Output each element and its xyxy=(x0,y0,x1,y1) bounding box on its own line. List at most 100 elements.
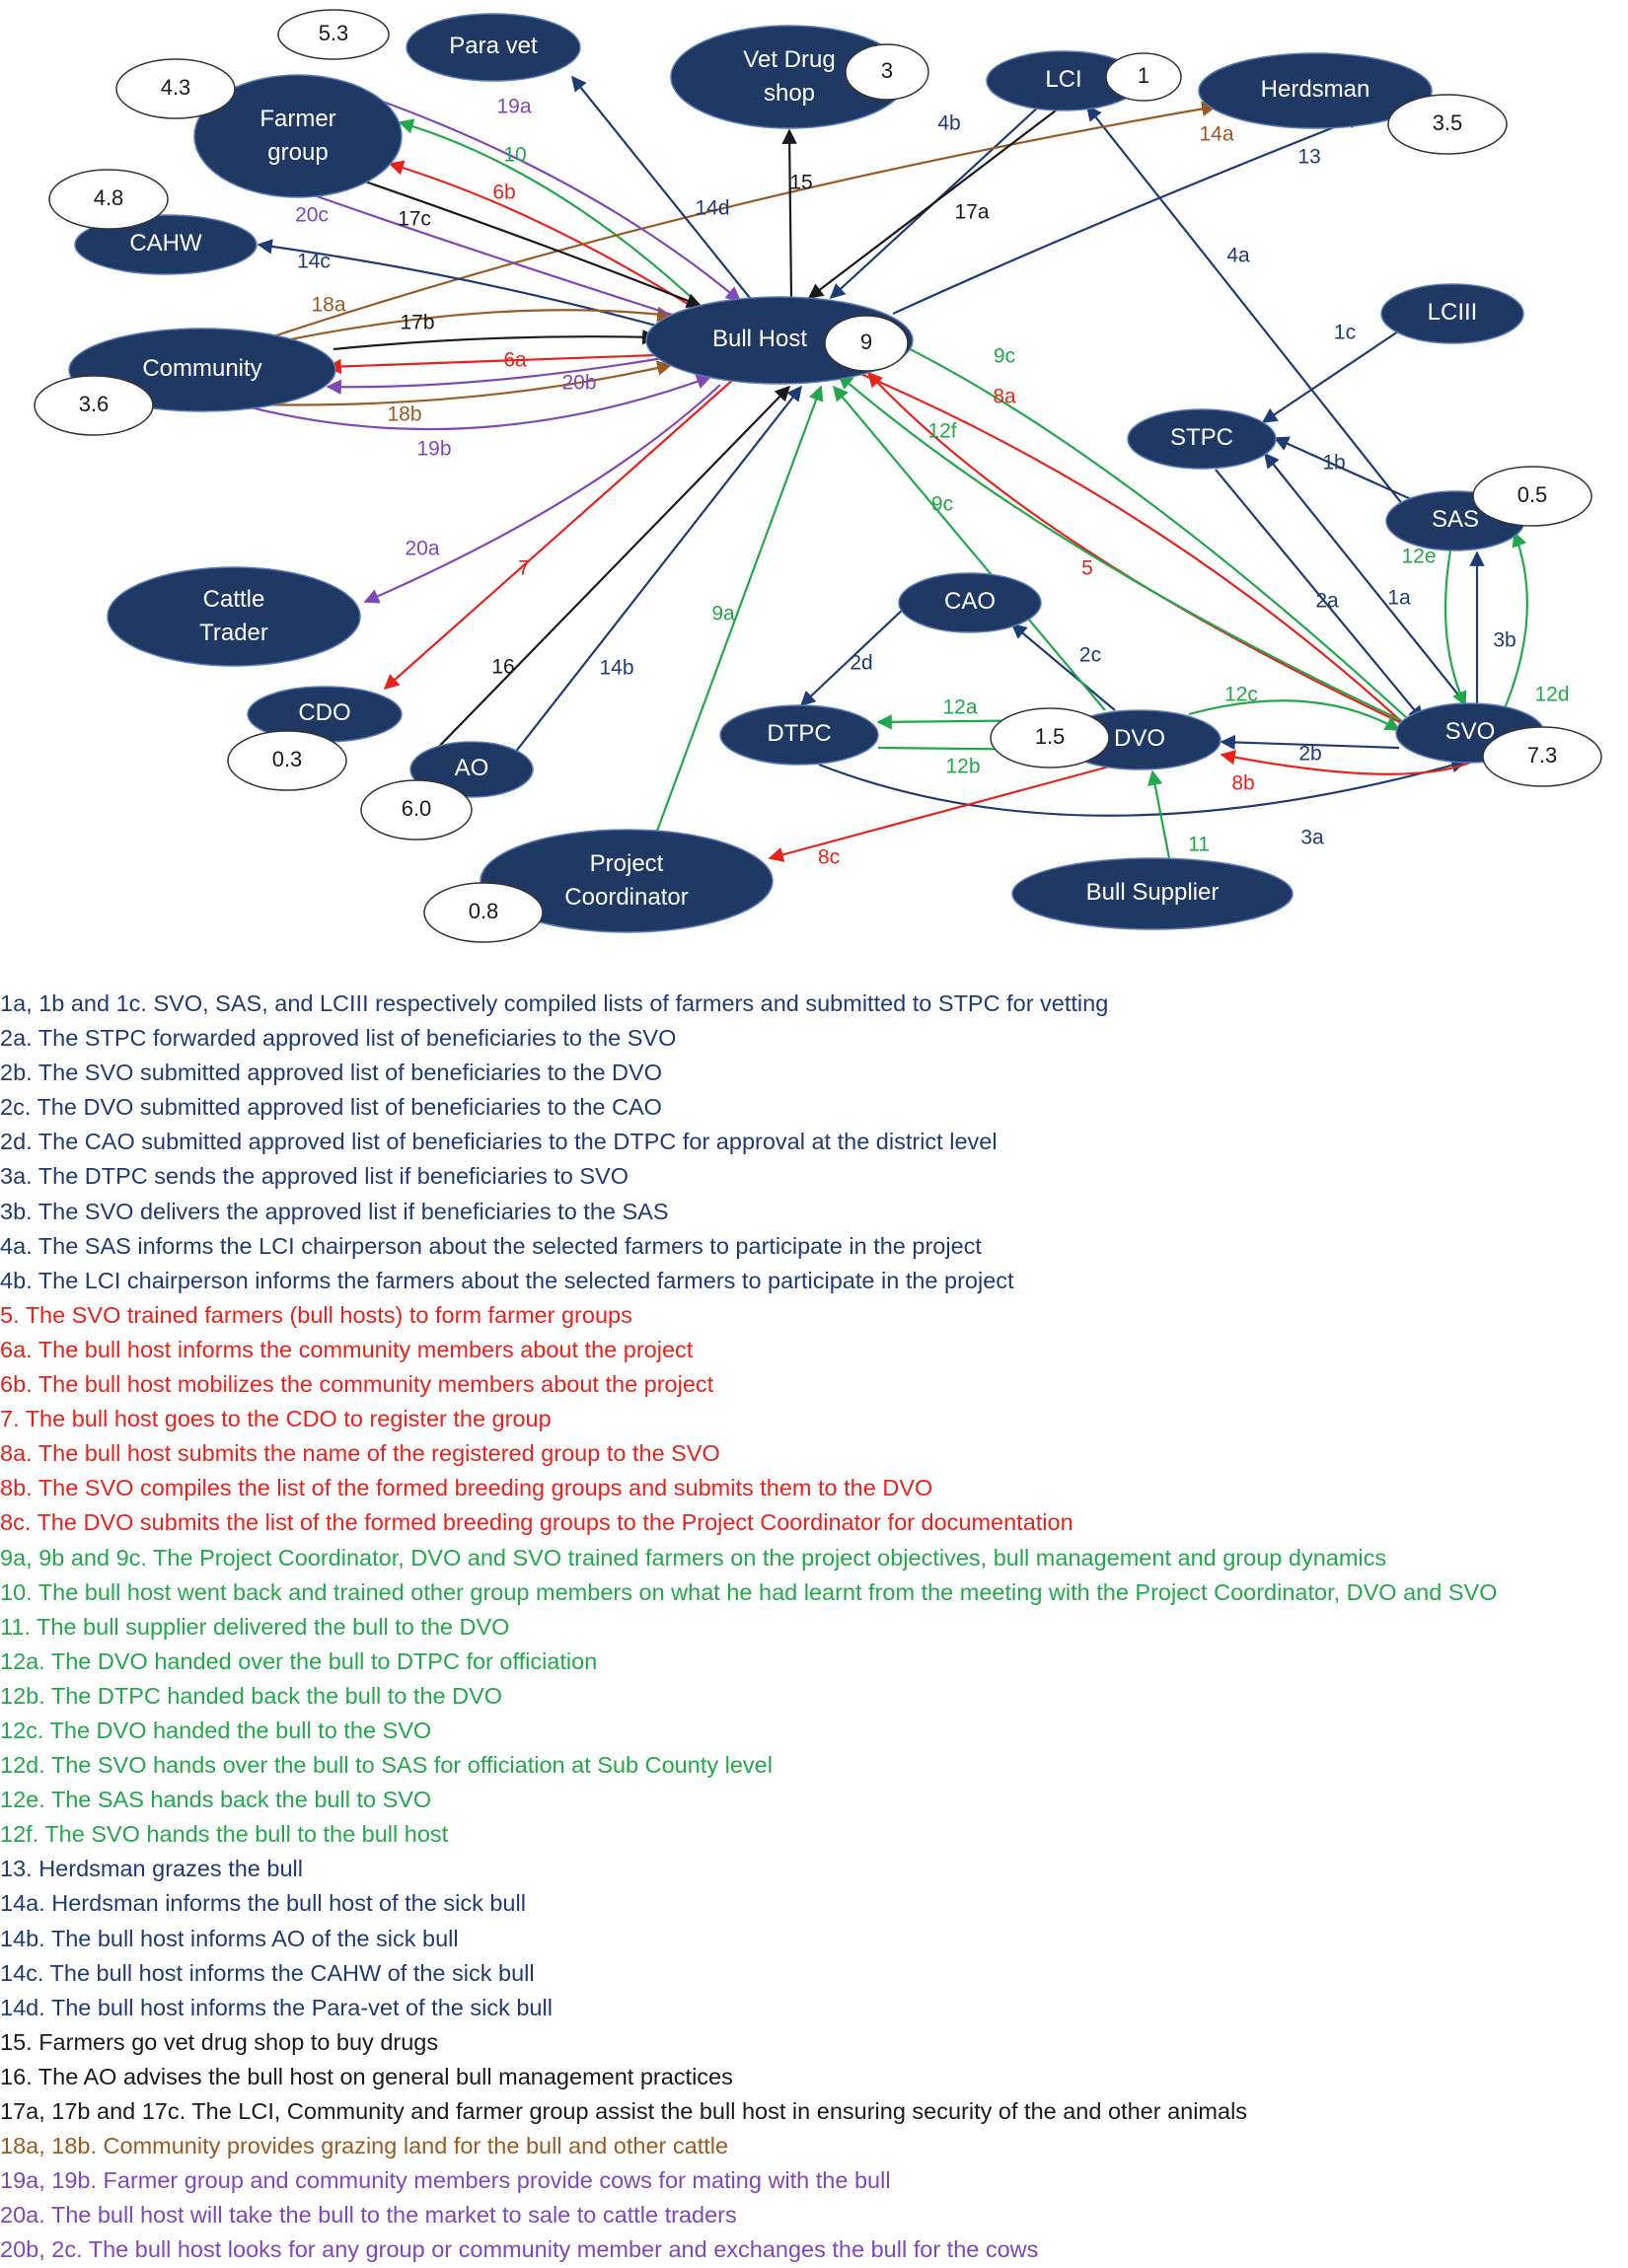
edge-label-3a: 3a xyxy=(1300,827,1324,849)
edge-6a xyxy=(326,353,657,375)
node-number-community: 3.6 xyxy=(79,392,110,416)
edge-17c xyxy=(364,180,703,309)
node-supplier: Bull Supplier xyxy=(1011,857,1294,930)
edge-2a xyxy=(1215,469,1424,722)
edge-label-18a: 18a xyxy=(311,294,345,317)
node-badge-vetdrug xyxy=(845,43,929,101)
edge-label-14c: 14c xyxy=(297,251,331,273)
legend-item: 14a. Herdsman informs the bull host of t… xyxy=(0,1890,526,1917)
edge-17a xyxy=(807,110,1057,299)
edge-16 xyxy=(425,385,791,761)
node-shape-cao xyxy=(898,572,1042,633)
edge-label-17c: 17c xyxy=(398,208,431,231)
edge-label-18b: 18b xyxy=(387,403,421,426)
edge-label-6a: 6a xyxy=(503,349,527,372)
legend-item: 3b. The SVO delivers the approved list i… xyxy=(0,1198,669,1224)
edge-label-5: 5 xyxy=(1081,557,1093,580)
legend-item: 14c. The bull host informs the CAHW of t… xyxy=(0,1959,535,1986)
node-lciii: LCIII xyxy=(1380,283,1524,344)
legend-list: 1a, 1b and 1c. SVO, SAS, and LCIII respe… xyxy=(0,987,1628,2267)
edge-label-20a: 20a xyxy=(405,538,439,560)
node-label-dtpc: DTPC xyxy=(767,720,831,747)
node-label-lci: LCI xyxy=(1045,66,1081,93)
edge-label-9c: 9c xyxy=(931,493,953,516)
edge-12c xyxy=(1188,699,1401,731)
node-badge-community xyxy=(34,375,154,436)
edge-label-15: 15 xyxy=(789,172,812,194)
edge-label-10: 10 xyxy=(503,144,526,167)
node-label-cao: CAO xyxy=(944,588,996,615)
node-label-sas: SAS xyxy=(1432,506,1479,533)
edge-label-4b: 4b xyxy=(937,112,960,135)
edge-label-1c: 1c xyxy=(1334,322,1356,344)
node-badge-cahw xyxy=(48,169,169,230)
node-label-bullhost: Bull Host xyxy=(712,326,807,352)
node-shape-paravet xyxy=(406,13,581,82)
node-number-dvo: 1.5 xyxy=(1035,724,1066,749)
node-community: Community 3.6 xyxy=(34,328,336,436)
legend-item: 12f. The SVO hands the bull to the bull … xyxy=(0,1821,449,1848)
node-label-community: Community xyxy=(142,355,261,382)
edge-9c xyxy=(833,385,1106,711)
node-number-svo: 7.3 xyxy=(1527,743,1558,768)
node-number-project: 0.8 xyxy=(469,899,499,923)
node-shape-herdsman xyxy=(1198,52,1433,129)
legend-item: 8a. The bull host submits the name of th… xyxy=(0,1440,720,1467)
legend-item: 5. The SVO trained farmers (bull hosts) … xyxy=(0,1301,632,1328)
edge-label-20c: 20c xyxy=(295,204,329,227)
legend-item: 2b. The SVO submitted approved list of b… xyxy=(0,1060,662,1086)
legend-item: 18a, 18b. Community provides grazing lan… xyxy=(0,2133,729,2159)
node-cao: CAO xyxy=(898,572,1042,633)
node-badge-paravet xyxy=(277,9,390,60)
node-label-supplier: Bull Supplier xyxy=(1086,879,1220,906)
legend-item: 12e. The SAS hands back the bull to SVO xyxy=(0,1787,432,1813)
node-badge-herdsman xyxy=(1387,94,1508,155)
edge-3a xyxy=(818,758,1467,817)
node-label-cahw: CAHW xyxy=(129,230,202,256)
legend-item: 6b. The bull host mobilizes the communit… xyxy=(0,1371,714,1398)
node-label-svo: SVO xyxy=(1445,718,1496,745)
legend-item: 2c. The DVO submitted approved list of b… xyxy=(0,1094,662,1121)
edge-label-12d: 12d xyxy=(1534,684,1569,706)
edge-11 xyxy=(1147,769,1171,859)
edge-13 xyxy=(892,113,1364,316)
edge-14a xyxy=(260,101,1218,342)
node-shape-supplier xyxy=(1011,857,1294,930)
edge-8c xyxy=(768,764,1114,862)
edge-label-12b: 12b xyxy=(945,756,980,778)
node-badge-bullhost xyxy=(824,315,909,372)
node-number-ao: 6.0 xyxy=(402,796,432,821)
edge-label-12f: 12f xyxy=(927,420,956,443)
edge-label-3b: 3b xyxy=(1493,629,1516,652)
node-badge-dvo xyxy=(990,707,1110,768)
node-badge-svo xyxy=(1482,726,1602,787)
legend-item: 8c. The DVO submits the list of the form… xyxy=(0,1509,1073,1536)
edge-label-14d: 14d xyxy=(695,197,729,220)
node-number-lci: 1 xyxy=(1138,63,1149,88)
edge-label-9a: 9a xyxy=(711,603,735,625)
edge-12e xyxy=(1443,549,1467,707)
node-number-paravet: 5.3 xyxy=(319,21,349,45)
legend-item: 10. The bull host went back and trained … xyxy=(0,1578,1498,1605)
legend-item: 16. The AO advises the bull host on gene… xyxy=(0,2063,733,2089)
edge-label-8a: 8a xyxy=(993,386,1016,408)
legend-item: 2a. The STPC forwarded approved list of … xyxy=(0,1025,677,1052)
legend-item: 12d. The SVO hands over the bull to SAS … xyxy=(0,1752,773,1779)
edge-12f xyxy=(837,373,1402,721)
node-badge-sas xyxy=(1472,466,1592,527)
legend-item: 7. The bull host goes to the CDO to regi… xyxy=(0,1406,552,1432)
network-diagram: 1a1b1c2a2b2c2d3a3b4a4b56a6b78a8b8c9a9c9c… xyxy=(34,9,1602,943)
edge-label-8b: 8b xyxy=(1231,772,1254,795)
legend-item: 1a, 1b and 1c. SVO, SAS, and LCIII respe… xyxy=(0,990,1109,1016)
edge-label-12a: 12a xyxy=(942,696,977,719)
node-badge-lci xyxy=(1105,52,1182,102)
edge-label-16: 16 xyxy=(491,656,514,679)
node-number-sas: 0.5 xyxy=(1517,482,1548,507)
edge-1a xyxy=(1264,452,1466,704)
node-shape-cahw xyxy=(74,214,258,275)
legend-item: 14b. The bull host informs AO of the sic… xyxy=(0,1925,459,1951)
node-badge-farmer xyxy=(115,58,236,119)
